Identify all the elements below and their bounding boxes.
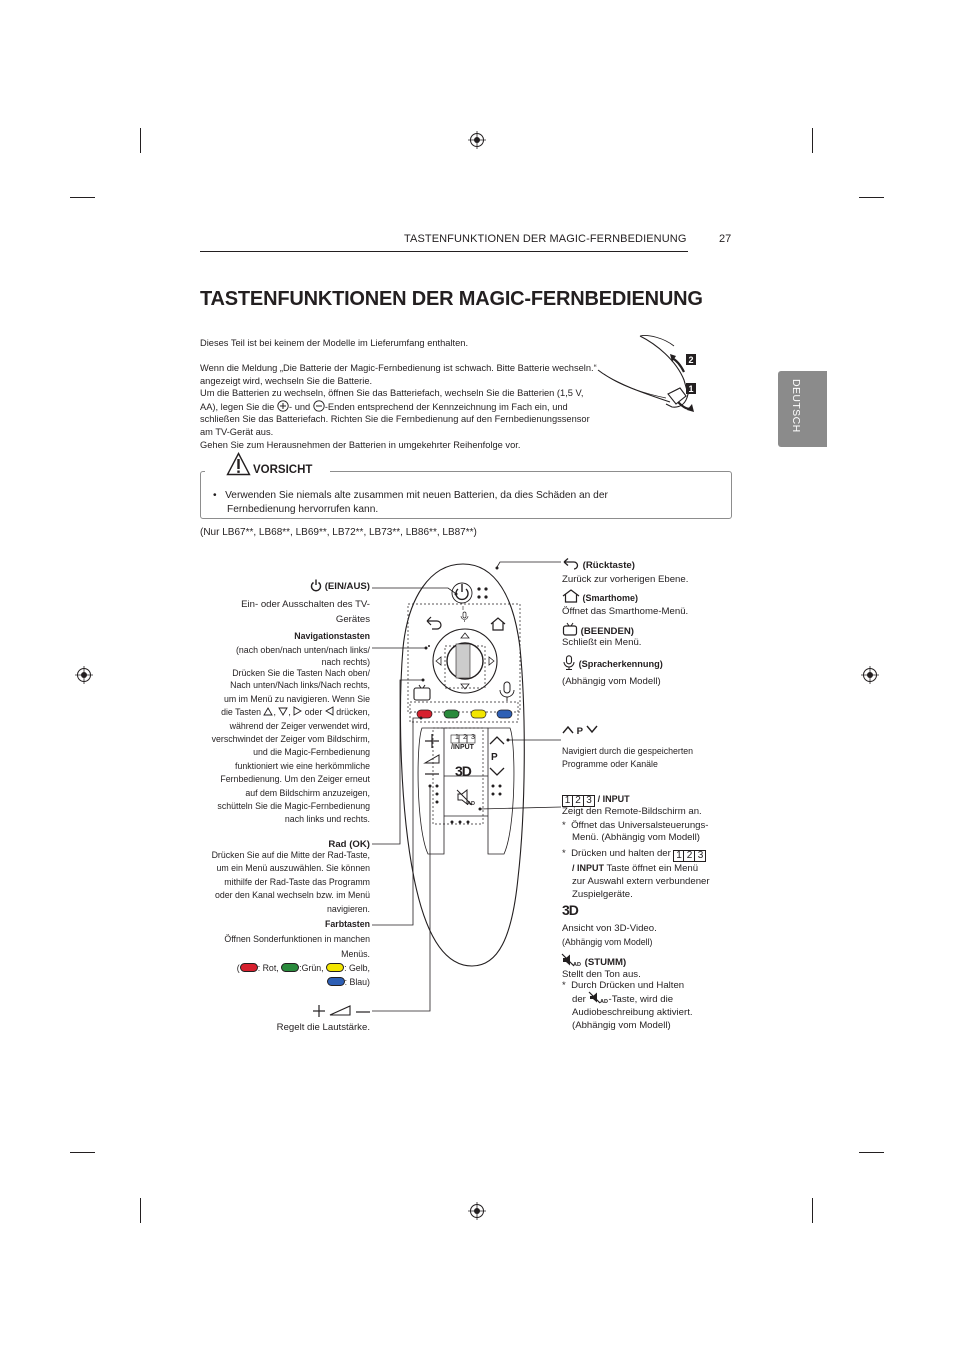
crop-mark xyxy=(140,128,141,153)
remote-ad-label: AD xyxy=(467,801,475,807)
color-legend: (: Rot, :Grün, : Gelb, : Blau) xyxy=(236,963,370,988)
battery-cover-illustration: 2 1 xyxy=(597,335,696,412)
registration-mark-icon xyxy=(468,131,486,149)
home-icon xyxy=(562,589,580,603)
program-description: Navigiert durch die gespeicherten Progra… xyxy=(562,746,694,770)
crop-mark xyxy=(70,1152,95,1153)
threed-note: (Abhängig vom Modell) xyxy=(562,937,653,947)
home-label: (Smarthome) xyxy=(562,589,762,604)
up-arrow-icon xyxy=(263,707,274,716)
back-icon xyxy=(563,558,579,570)
page-title: TASTENFUNKTIONEN DER MAGIC-FERNBEDIENUNG xyxy=(200,288,703,310)
remote-digit: 2 xyxy=(463,734,467,741)
model-list: (Nur LB67**, LB68**, LB69**, LB72**, LB7… xyxy=(200,527,477,538)
navigation-description: (nach oben/nach unten/nach links/ nach r… xyxy=(211,645,370,825)
color-buttons-title: Farbtasten xyxy=(325,919,370,929)
remote-p-label: P xyxy=(491,752,498,763)
header-rule xyxy=(200,251,688,252)
mute-icon: AD xyxy=(561,953,581,968)
yellow-swatch-icon xyxy=(326,963,345,972)
blue-swatch-icon xyxy=(326,977,345,987)
power-description: Ein- oder Ausschalten des TV- Gerätes xyxy=(241,599,370,625)
wheel-description: Drücken Sie auf die Mitte der Rad-Taste,… xyxy=(211,850,370,914)
crop-mark xyxy=(859,197,884,198)
volume-icons xyxy=(313,1005,370,1017)
warning-triangle-icon xyxy=(226,451,251,476)
down-arrow-icon xyxy=(278,707,289,717)
mute-label: AD (STUMM) xyxy=(561,953,762,969)
threed-icon: 3D xyxy=(562,902,579,918)
caution-text: • Verwenden Sie niemals alte zusammen mi… xyxy=(213,490,608,515)
remote-digit: 1 xyxy=(455,734,459,741)
minus-terminal-icon xyxy=(313,400,325,412)
microphone-icon xyxy=(563,655,575,670)
crop-mark xyxy=(140,1198,141,1223)
language-tab: DEUTSCH xyxy=(778,371,827,447)
back-label: (Rücktaste) xyxy=(562,557,762,572)
power-icon xyxy=(310,579,322,592)
caution-label: VORSICHT xyxy=(253,464,319,476)
voice-description: (Abhängig vom Modell) xyxy=(562,676,661,687)
registration-mark-icon xyxy=(468,1202,486,1220)
power-label: (EIN/AUS) xyxy=(200,579,370,593)
left-arrow-icon xyxy=(324,706,334,716)
home-description: Öffnet das Smarthome-Menü. xyxy=(562,606,689,617)
wheel-title: Rad (OK) xyxy=(328,839,370,850)
red-swatch-icon xyxy=(239,963,258,972)
exit-description: Schließt ein Menü. xyxy=(562,637,642,648)
volume-description: Regelt die Lautstärke. xyxy=(276,1022,370,1033)
registration-mark-icon xyxy=(75,666,93,684)
input-description: Zeigt den Remote-Bildschirm an. * Öffnet… xyxy=(562,806,709,843)
mute-icon: AD xyxy=(588,991,608,1005)
program-down-icon xyxy=(586,725,598,734)
program-up-icon xyxy=(562,725,574,734)
exit-icon xyxy=(562,622,578,636)
step-two-label: 2 xyxy=(688,355,693,365)
svg-text:AD: AD xyxy=(573,962,581,968)
color-buttons-description: Öffnen Sonderfunktionen in manchen Menüs… xyxy=(224,934,370,959)
running-header: TASTENFUNKTIONEN DER MAGIC-FERNBEDIENUNG xyxy=(404,233,687,245)
intro-paragraph: Wenn die Meldung „Die Batterie der Magic… xyxy=(200,363,597,450)
remote-input-label: /INPUT xyxy=(451,744,474,751)
crop-mark xyxy=(859,1152,884,1153)
mute-description: Stellt den Ton aus. * Durch Drücken und … xyxy=(562,969,693,1031)
plus-terminal-icon xyxy=(277,400,289,412)
crop-mark xyxy=(812,1198,813,1223)
threed-description: Ansicht von 3D-Video. xyxy=(562,923,657,934)
navigation-title: Navigationstasten xyxy=(294,631,370,641)
remote-3d-label: 3D xyxy=(455,763,472,779)
right-arrow-icon xyxy=(293,706,303,716)
crop-mark xyxy=(70,197,95,198)
remote-digit: 3 xyxy=(471,734,475,741)
crop-mark xyxy=(812,128,813,153)
back-description: Zurück zur vorherigen Ebene. xyxy=(562,574,689,585)
caution-box xyxy=(200,471,732,519)
page-number: 27 xyxy=(719,233,732,245)
magic-remote-illustration xyxy=(399,563,525,967)
green-swatch-icon xyxy=(281,963,300,972)
registration-mark-icon xyxy=(861,666,879,684)
program-label: P xyxy=(562,725,762,738)
intro-note: Dieses Teil ist bei keinem der Modelle i… xyxy=(200,338,469,348)
step-one-label: 1 xyxy=(688,384,693,394)
exit-label: (BEENDEN) xyxy=(562,622,762,638)
svg-text:AD: AD xyxy=(600,999,608,1005)
voice-label: (Spracherkennung) xyxy=(562,655,762,670)
language-tab-label: DEUTSCH xyxy=(790,379,802,433)
